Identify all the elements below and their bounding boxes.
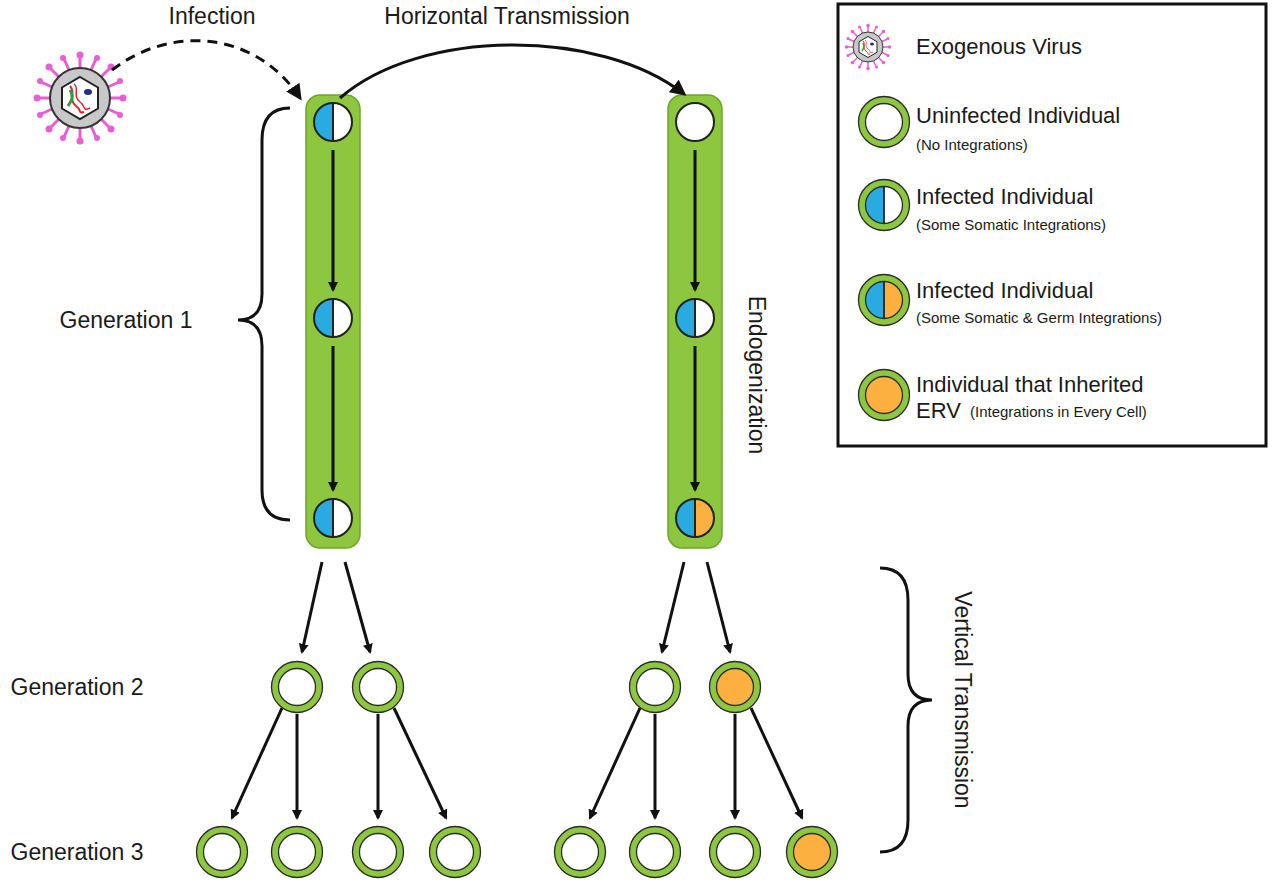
legend-swatch <box>859 370 910 421</box>
legend-text: Individual that Inherited ERV <box>916 372 1178 424</box>
generation-bracket <box>238 108 290 520</box>
legend-germ-swatch <box>859 275 910 326</box>
band-individuals <box>314 103 714 537</box>
generation-label: Generation 3 <box>11 839 144 865</box>
horizontal-arrow <box>340 45 684 98</box>
legend-text: Exogenous Virus <box>916 34 1246 60</box>
legend-note: (Some Somatic Integrations) <box>916 216 1106 234</box>
arrow-label: Infection <box>169 3 256 29</box>
host-band <box>306 95 360 548</box>
host-band <box>668 95 722 548</box>
legend-text: Infected Individual <box>916 278 1246 304</box>
legend-text: Uninfected Individual <box>916 103 1246 129</box>
exogenous-virus <box>34 52 127 145</box>
time-arrows <box>333 150 695 490</box>
process-label: Vertical Transmission <box>950 591 976 808</box>
legend-text: Infected Individual <box>916 184 1246 210</box>
legend-swatch <box>859 97 910 148</box>
descent-arrows <box>232 562 802 818</box>
legend-note: (Some Somatic & Germ Integrations) <box>916 309 1162 327</box>
infection-arrow <box>112 41 300 98</box>
arrow-label: Horizontal Transmission <box>384 3 629 29</box>
process-label: Endogenization <box>744 296 770 455</box>
generation-label: Generation 2 <box>11 674 144 700</box>
legend-virus-icon <box>845 24 892 71</box>
legend-somatic-swatch <box>859 180 910 231</box>
legend-note: (Integrations in Every Cell) <box>970 403 1147 421</box>
legend-frame <box>838 4 1266 446</box>
descendant-individuals <box>197 662 838 878</box>
vertical-bracket <box>880 568 932 852</box>
legend-note: (No Integrations) <box>916 136 1028 154</box>
generation-label: Generation 1 <box>60 307 193 333</box>
